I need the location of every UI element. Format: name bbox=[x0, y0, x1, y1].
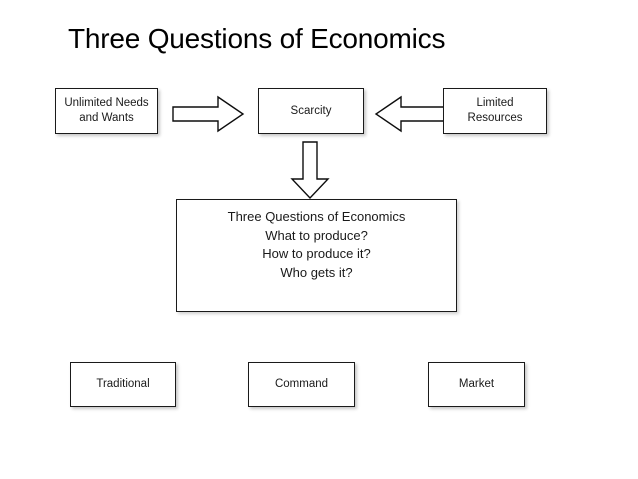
three-questions-box[interactable]: Three Questions of Economics What to pro… bbox=[176, 199, 457, 312]
three-questions-label: Three Questions of Economics What to pro… bbox=[227, 209, 406, 280]
unlimited-needs-box[interactable]: Unlimited Needs and Wants bbox=[55, 88, 158, 134]
market-label: Market bbox=[458, 378, 495, 390]
command-economy-box[interactable]: Command bbox=[248, 362, 355, 407]
block-arrow-right-icon bbox=[172, 95, 245, 133]
block-arrow-down-icon bbox=[290, 141, 330, 200]
limited-resources-box[interactable]: Limited Resources bbox=[443, 88, 547, 134]
traditional-economy-box[interactable]: Traditional bbox=[70, 362, 176, 407]
block-arrow-left-icon bbox=[374, 95, 447, 133]
limited-resources-label: Limited Resources bbox=[467, 97, 523, 124]
unlimited-needs-label: Unlimited Needs and Wants bbox=[64, 97, 149, 124]
scarcity-label: Scarcity bbox=[290, 104, 332, 117]
page-title: Three Questions of Economics bbox=[68, 23, 446, 54]
traditional-label: Traditional bbox=[96, 378, 150, 390]
scarcity-box[interactable]: Scarcity bbox=[258, 88, 364, 134]
command-label: Command bbox=[274, 378, 329, 390]
market-economy-box[interactable]: Market bbox=[428, 362, 525, 407]
